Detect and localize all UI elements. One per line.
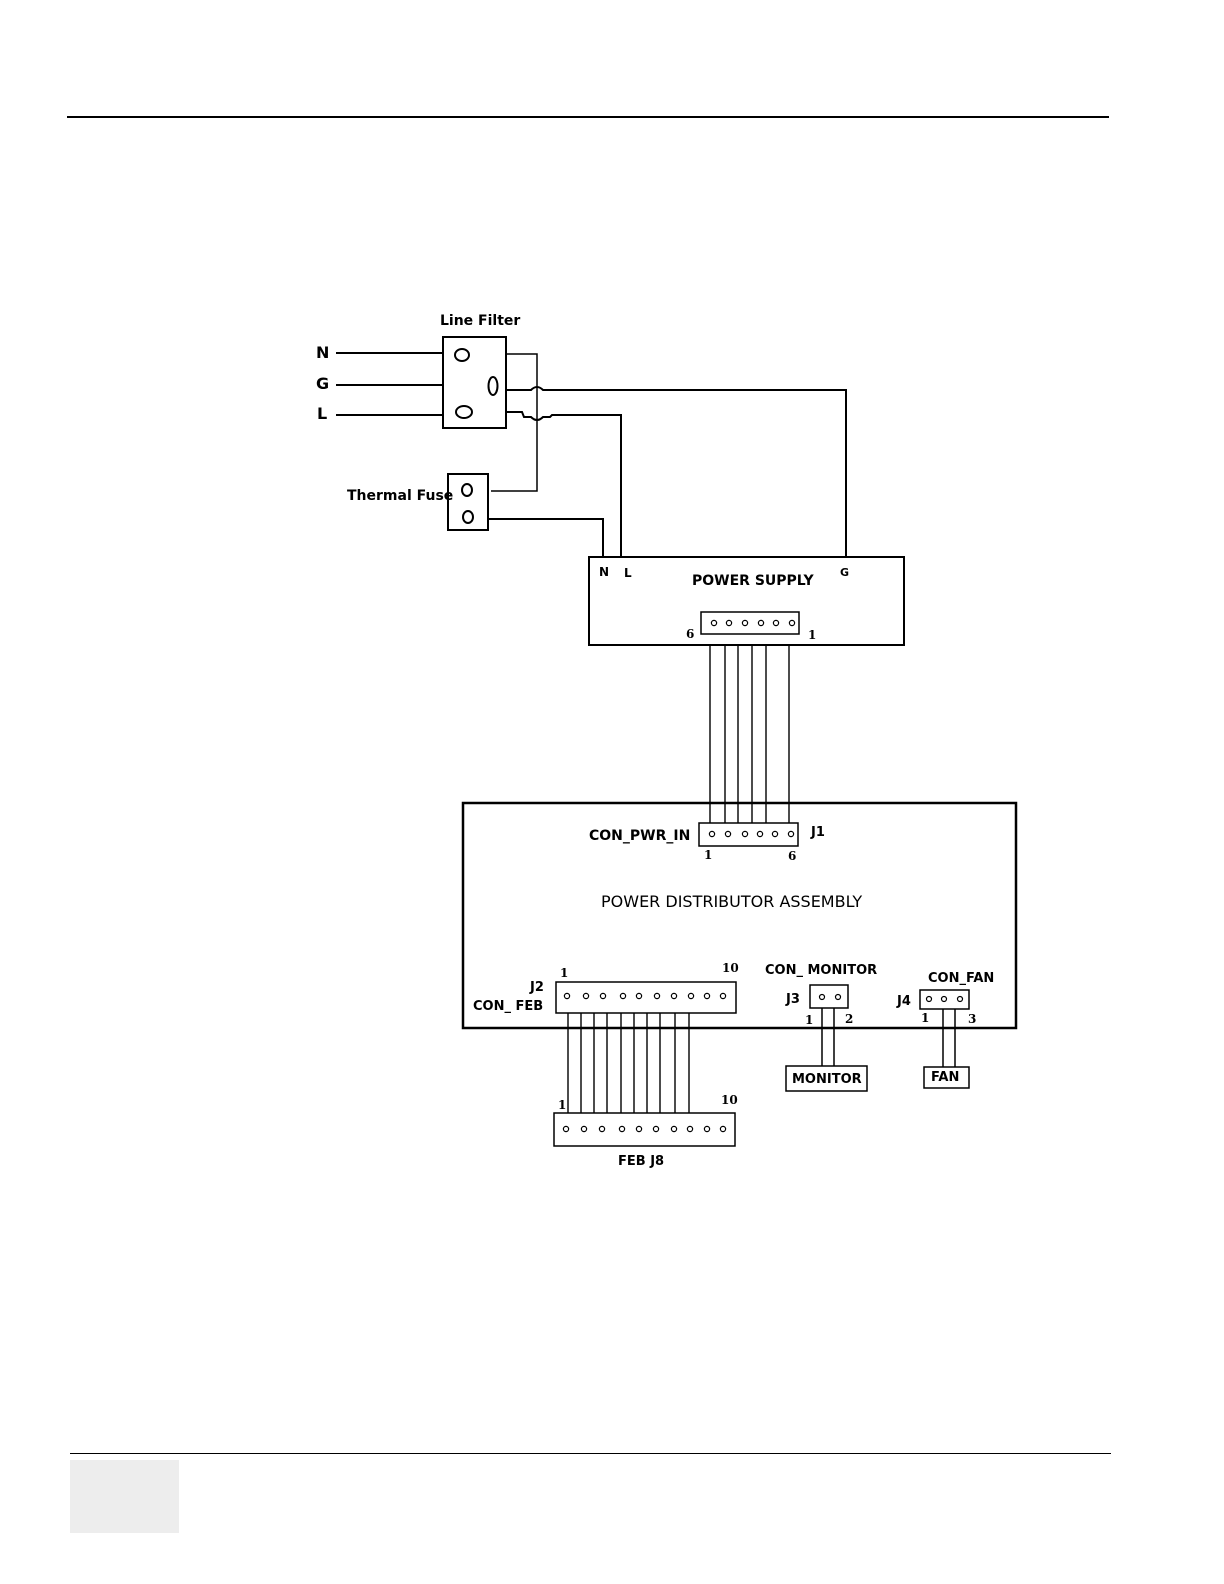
psu-pin-2: [726, 620, 731, 625]
j2-label: J2: [529, 980, 544, 995]
thermal-fuse-terminal-1: [462, 484, 472, 496]
feb-j8-pins: [563, 1126, 725, 1131]
con-feb-label: CON_ FEB: [473, 999, 543, 1014]
thermal-fuse-box: [448, 474, 488, 530]
j2-pin-4: [620, 993, 625, 998]
wire-filter-n-to-fuse: [491, 354, 537, 491]
j1-pin-3: [742, 831, 747, 836]
j1-pin-4: [757, 831, 762, 836]
feb-j8-pin-3: [599, 1126, 604, 1131]
psu-to-j1-harness: [710, 645, 789, 823]
line-filter-terminal-n: [455, 349, 469, 361]
feb-j8-pin-4: [619, 1126, 624, 1131]
j1-pin-left-label: 1: [704, 848, 712, 862]
j1-pins: [709, 831, 793, 836]
j2-pin-2: [583, 993, 588, 998]
psu-pin-5: [773, 620, 778, 625]
j2-pin-5: [636, 993, 641, 998]
j4-pin-3: [958, 997, 963, 1002]
feb-j8-pin-8: [687, 1126, 692, 1131]
line-filter-terminal-l: [456, 406, 472, 418]
input-label-n: N: [316, 343, 329, 362]
input-label-l: L: [317, 404, 327, 423]
feb-j8-pin-left-label: 1: [558, 1098, 566, 1112]
j2-pin-right-label: 10: [722, 961, 739, 975]
j3-connector: [810, 985, 848, 1008]
psu-pin-right-label: 1: [808, 628, 816, 642]
feb-j8-pin-1: [563, 1126, 568, 1131]
psu-pin-4: [758, 620, 763, 625]
con-monitor-label: CON_ MONITOR: [765, 963, 877, 978]
j4-label: J4: [896, 994, 911, 1009]
j2-pins: [564, 993, 725, 998]
psu-pin-left-label: 6: [686, 627, 694, 641]
footer-tab: [70, 1460, 179, 1533]
feb-j8-label: FEB J8: [618, 1154, 664, 1169]
j1-pin-1: [709, 831, 714, 836]
line-filter-label: Line Filter: [440, 313, 520, 329]
j2-pin-7: [671, 993, 676, 998]
psu-terminal-l-label: L: [624, 566, 632, 580]
j2-pin-left-label: 1: [560, 966, 568, 980]
feb-j8-pin-9: [704, 1126, 709, 1131]
power-distributor-label: POWER DISTRIBUTOR ASSEMBLY: [601, 892, 862, 911]
j4-pin-left-label: 1: [921, 1011, 929, 1025]
j3-pin-left-label: 1: [805, 1013, 813, 1027]
feb-j8-pin-5: [636, 1126, 641, 1131]
feb-j8-pin-2: [581, 1126, 586, 1131]
psu-pin-6: [789, 620, 794, 625]
line-filter-terminal-g: [489, 377, 498, 395]
power-supply-box: [589, 557, 904, 645]
thermal-fuse-terminal-2: [463, 511, 473, 523]
j3-pin-1: [820, 995, 825, 1000]
psu-output-pins: [711, 620, 794, 625]
j1-pin-right-label: 6: [788, 849, 796, 863]
monitor-label: MONITOR: [792, 1072, 862, 1087]
fan-label: FAN: [931, 1070, 959, 1085]
psu-pin-1: [711, 620, 716, 625]
con-fan-label: CON_FAN: [928, 971, 994, 986]
j1-pin-5: [772, 831, 777, 836]
power-supply-label: POWER SUPPLY: [692, 573, 815, 589]
feb-j8-pin-7: [671, 1126, 676, 1131]
j2-pin-9: [704, 993, 709, 998]
footer-rule: [70, 1453, 1111, 1454]
con-pwr-in-label: CON_PWR_IN: [589, 828, 690, 844]
j3-label: J3: [785, 992, 800, 1007]
j2-pin-3: [600, 993, 605, 998]
wire-filter-g-to-psu: [506, 387, 846, 557]
feb-j8-pin-right-label: 10: [721, 1093, 738, 1107]
j2-pin-8: [688, 993, 693, 998]
psu-terminal-n-label: N: [599, 565, 609, 579]
j1-label: J1: [810, 825, 825, 840]
psu-pin-3: [742, 620, 747, 625]
j2-pin-6: [654, 993, 659, 998]
feb-j8-pin-10: [720, 1126, 725, 1131]
j1-pin-6: [788, 831, 793, 836]
feb-j8-pin-6: [653, 1126, 658, 1131]
j1-pin-2: [725, 831, 730, 836]
wire-fuse-to-psu-n: [488, 519, 603, 557]
j4-pin-2: [942, 997, 947, 1002]
j2-pin-10: [720, 993, 725, 998]
j2-pin-1: [564, 993, 569, 998]
psu-terminal-g-label: G: [840, 566, 849, 579]
input-label-g: G: [316, 374, 329, 393]
j4-pin-right-label: 3: [968, 1012, 976, 1026]
j4-pin-1: [927, 997, 932, 1002]
power-distributor-box: [463, 803, 1016, 1028]
j3-pin-2: [836, 995, 841, 1000]
thermal-fuse-label: Thermal Fuse: [347, 488, 453, 504]
j3-pin-right-label: 2: [845, 1012, 853, 1026]
